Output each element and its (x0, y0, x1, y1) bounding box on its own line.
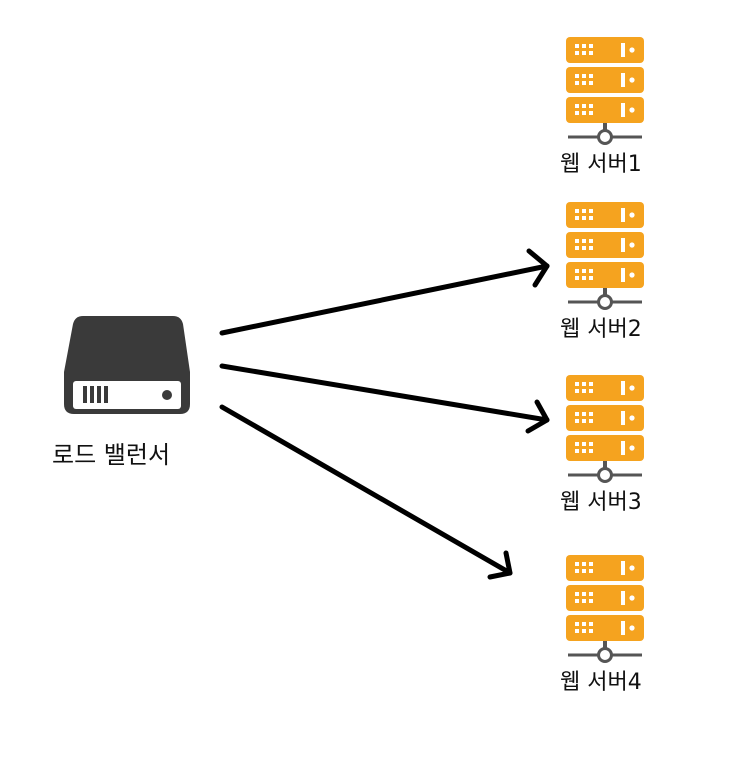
server-rack-icon-4 (566, 555, 644, 662)
load-balancer-icon (64, 316, 190, 414)
arrow-to-web-server-2 (219, 248, 550, 336)
web-server-4-label: 웹 서버4 (560, 670, 642, 695)
server-rack-icon-1 (566, 37, 644, 144)
arrow-to-web-server-4 (219, 404, 513, 580)
arrow-to-web-server-3 (219, 363, 550, 434)
server-rack-icon-3 (566, 375, 644, 482)
server-rack-icon-2 (566, 202, 644, 309)
load-balancer-label: 로드 밸런서 (52, 441, 171, 469)
web-server-1-label: 웹 서버1 (560, 152, 642, 177)
web-server-3-label: 웹 서버3 (560, 490, 642, 515)
web-server-2-label: 웹 서버2 (560, 317, 642, 342)
